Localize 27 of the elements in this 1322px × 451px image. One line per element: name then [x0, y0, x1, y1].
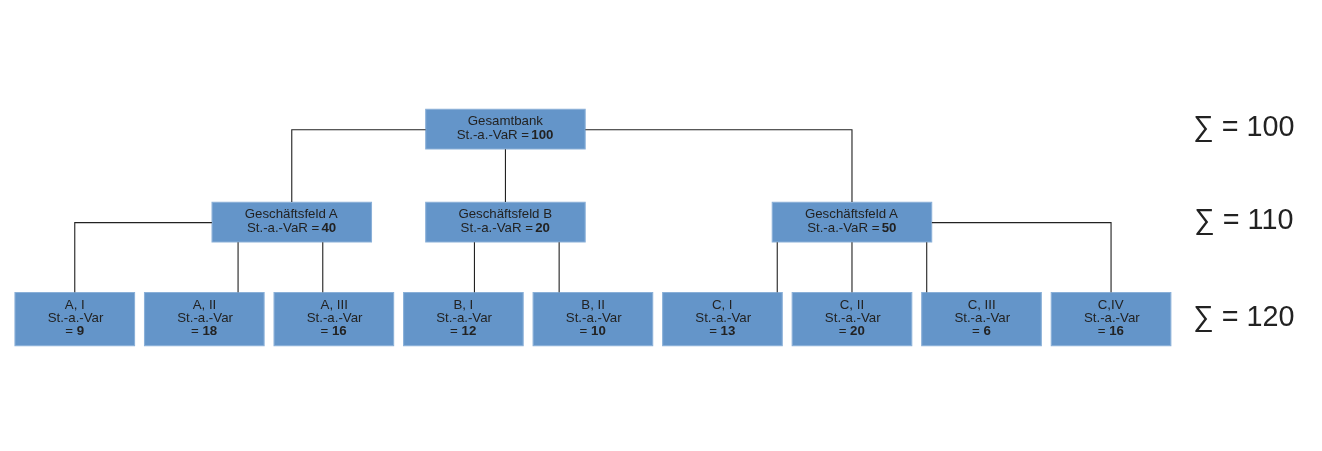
- node-box: C, III St.-a.-Var = 6: [921, 291, 1042, 346]
- node-box: Geschäftsfeld B St.-a.-VaR = 20: [425, 201, 586, 243]
- connector: [322, 241, 324, 293]
- node-box: A, III St.-a.-Var = 16: [273, 291, 395, 346]
- connector: [473, 241, 475, 293]
- node-box: C, II St.-a.-Var = 20: [791, 291, 913, 346]
- connector: [584, 128, 853, 203]
- connector: [504, 148, 506, 203]
- connector: [931, 221, 1112, 293]
- connector: [237, 241, 239, 293]
- node-box: C,IV St.-a.-Var = 16: [1050, 291, 1172, 346]
- node-box: Geschäftsfeld A St.-a.-VaR = 50: [771, 201, 933, 243]
- connector: [291, 128, 427, 203]
- node-box: A, II St.-a.-Var = 18: [143, 291, 265, 346]
- connector: [926, 241, 928, 293]
- node-box: Gesamtbank St.-a.-VaR = 100: [425, 108, 586, 150]
- node-box: B, I St.-a.-Var = 12: [403, 291, 524, 346]
- label: ∑ = 110: [1194, 202, 1294, 235]
- connector: [558, 241, 560, 293]
- connector: [74, 221, 213, 293]
- node-box: B, II St.-a.-Var = 10: [532, 291, 654, 346]
- node-box: A, I St.-a.-Var = 9: [14, 291, 136, 346]
- connector: [776, 241, 778, 293]
- label: ∑ = 120: [1193, 299, 1295, 332]
- node-box: Geschäftsfeld A St.-a.-VaR = 40: [211, 201, 373, 243]
- node-box: C, I St.-a.-Var = 13: [662, 291, 783, 346]
- label: ∑ = 100: [1193, 109, 1295, 142]
